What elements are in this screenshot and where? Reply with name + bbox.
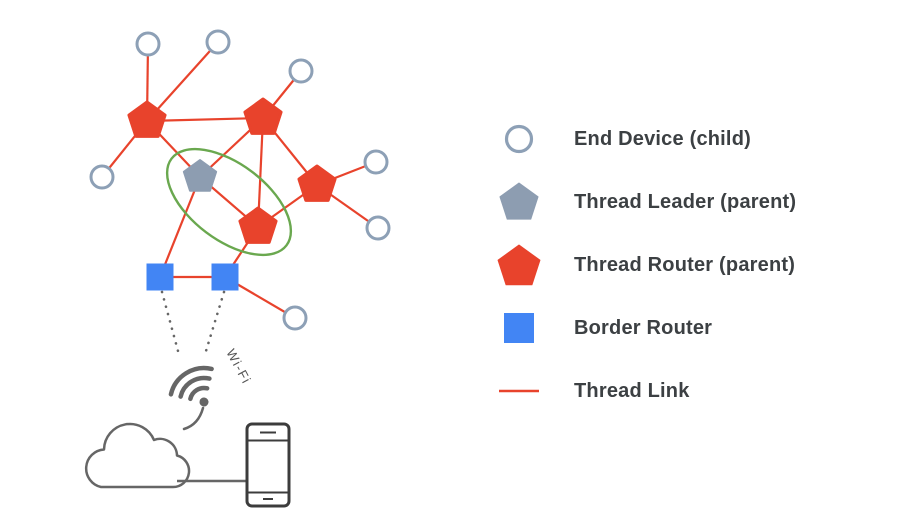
legend-label-thread-leader: Thread Leader (parent) (574, 190, 797, 213)
leader-ring (165, 147, 293, 257)
legend-item-thread-link: Thread Link (497, 369, 796, 413)
leader-ring-layer (165, 147, 293, 257)
wifi-dot (199, 397, 209, 407)
backhaul-dotted-links (160, 290, 226, 353)
thread-leader-icon (499, 182, 539, 220)
end-device-icon (504, 124, 534, 154)
legend-item-thread-router: Thread Router (parent) (497, 243, 796, 287)
end-device-node (282, 305, 308, 331)
network-nodes (89, 29, 391, 331)
thread-router-node (243, 97, 283, 135)
border-router-icon (504, 313, 534, 343)
end-device-node (365, 215, 391, 241)
thread-links (101, 41, 379, 319)
phone-body (245, 422, 291, 508)
legend-label-end-device: End Device (child) (574, 127, 751, 150)
legend: End Device (child) Thread Leader (parent… (497, 117, 796, 432)
backhaul-dotted-link (160, 290, 180, 353)
thread-link (158, 176, 202, 278)
wifi-arc-medium (178, 375, 212, 399)
legend-label-thread-link: Thread Link (574, 379, 690, 402)
legend-item-border-router: Border Router (497, 306, 796, 350)
border-router-node (211, 263, 239, 291)
wifi-arc-small (188, 385, 210, 402)
thread-router-node (238, 206, 278, 244)
legend-label-border-router: Border Router (574, 316, 713, 339)
thread-router-node (127, 100, 167, 138)
thread-link (146, 116, 264, 123)
end-device-node (205, 29, 231, 55)
end-device-node (363, 149, 389, 175)
thread-link-icon (499, 389, 539, 393)
thread-leader-node (182, 159, 218, 192)
backhaul-dotted-link (204, 290, 226, 353)
end-device-node (288, 58, 314, 84)
wifi-cloud-connector (182, 406, 205, 431)
legend-item-end-device: End Device (child) (497, 117, 796, 161)
smartphone-icon (245, 422, 291, 508)
thread-router-icon (497, 244, 541, 286)
end-device-node (135, 31, 161, 57)
wifi-arc-large (168, 365, 214, 397)
wifi-label: Wi-Fi (223, 346, 254, 386)
legend-item-thread-leader: Thread Leader (parent) (497, 180, 796, 224)
thread-link (146, 41, 219, 122)
end-device-node (89, 164, 115, 190)
border-router-node (146, 263, 174, 291)
thread-router-node (297, 164, 337, 202)
wifi-icon (168, 365, 214, 407)
legend-label-thread-router: Thread Router (parent) (574, 253, 796, 276)
cloud-icon (84, 422, 191, 489)
